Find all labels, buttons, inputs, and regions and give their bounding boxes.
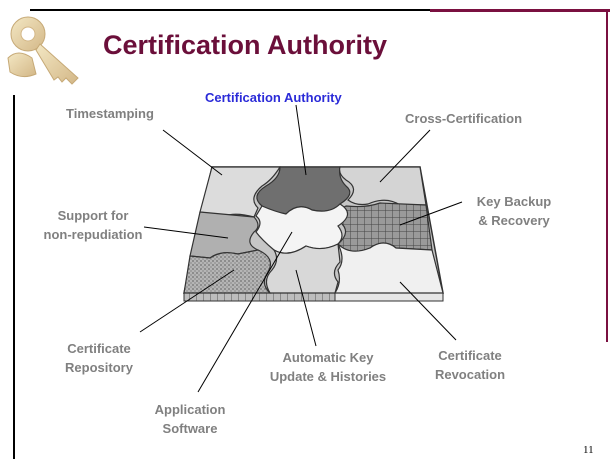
leader-line-non-repudiation bbox=[143, 226, 229, 239]
label-application-software-line1: Application bbox=[154, 402, 226, 417]
label-non-repudiation-line1: Support for bbox=[57, 208, 129, 223]
page-number: 11 bbox=[583, 444, 594, 456]
leader-line-timestamping bbox=[162, 129, 223, 176]
label-cert-repository: Certificate Repository bbox=[44, 339, 154, 377]
label-timestamping-text: Timestamping bbox=[66, 106, 154, 121]
label-cert-repository-line2: Repository bbox=[65, 360, 133, 375]
puzzle-piece-cert-repository bbox=[183, 249, 272, 294]
label-application-software: Application Software bbox=[135, 400, 245, 438]
label-certification-authority: Certification Authority bbox=[205, 90, 342, 105]
label-key-backup: Key Backup & Recovery bbox=[454, 192, 574, 230]
leader-line-application-software bbox=[197, 231, 293, 393]
label-application-software-line2: Software bbox=[162, 421, 218, 436]
key-logo-image bbox=[7, 16, 79, 85]
label-cert-repository-line1: Certificate bbox=[67, 341, 131, 356]
puzzle-piece-cert-revocation bbox=[333, 242, 444, 294]
frame-right-accent bbox=[606, 12, 608, 342]
leader-line-cross-certification bbox=[379, 129, 431, 183]
label-cert-revocation-line2: Revocation bbox=[434, 367, 506, 382]
label-cross-certification-text: Cross-Certification bbox=[405, 111, 523, 126]
frame-top-accent bbox=[430, 9, 610, 12]
frame-left-line bbox=[13, 95, 15, 459]
label-cert-revocation: Certificate Revocation bbox=[420, 346, 520, 384]
label-non-repudiation-line2: non-repudiation bbox=[43, 227, 143, 242]
frame-top-line bbox=[30, 9, 430, 11]
puzzle-piece-center bbox=[255, 203, 349, 254]
label-cross-certification: Cross-Certification bbox=[405, 109, 522, 128]
leader-line-auto-key-update bbox=[295, 269, 317, 347]
label-auto-key-update-line1: Automatic Key bbox=[282, 350, 374, 365]
label-key-backup-line2: & Recovery bbox=[478, 213, 550, 228]
leader-line-cert-revocation bbox=[399, 281, 457, 341]
label-key-backup-line1: Key Backup bbox=[476, 194, 552, 209]
leader-line-certification-authority bbox=[295, 104, 307, 176]
label-auto-key-update: Automatic Key Update & Histories bbox=[248, 348, 408, 386]
label-non-repudiation: Support for non-repudiation bbox=[22, 206, 164, 244]
puzzle-edge-band-light bbox=[334, 292, 444, 302]
puzzle-piece-cross-certification bbox=[339, 166, 427, 206]
label-auto-key-update-line2: Update & Histories bbox=[269, 369, 387, 384]
puzzle-piece-non-repudiation bbox=[189, 211, 261, 259]
puzzle-piece-timestamping bbox=[199, 166, 282, 218]
label-timestamping: Timestamping bbox=[66, 104, 154, 123]
leader-line-cert-repository bbox=[139, 269, 235, 333]
leader-line-key-backup bbox=[399, 201, 463, 226]
slide-title: Certification Authority bbox=[103, 30, 388, 60]
label-cert-revocation-line1: Certificate bbox=[438, 348, 502, 363]
puzzle-piece-auto-key-update bbox=[265, 243, 341, 294]
